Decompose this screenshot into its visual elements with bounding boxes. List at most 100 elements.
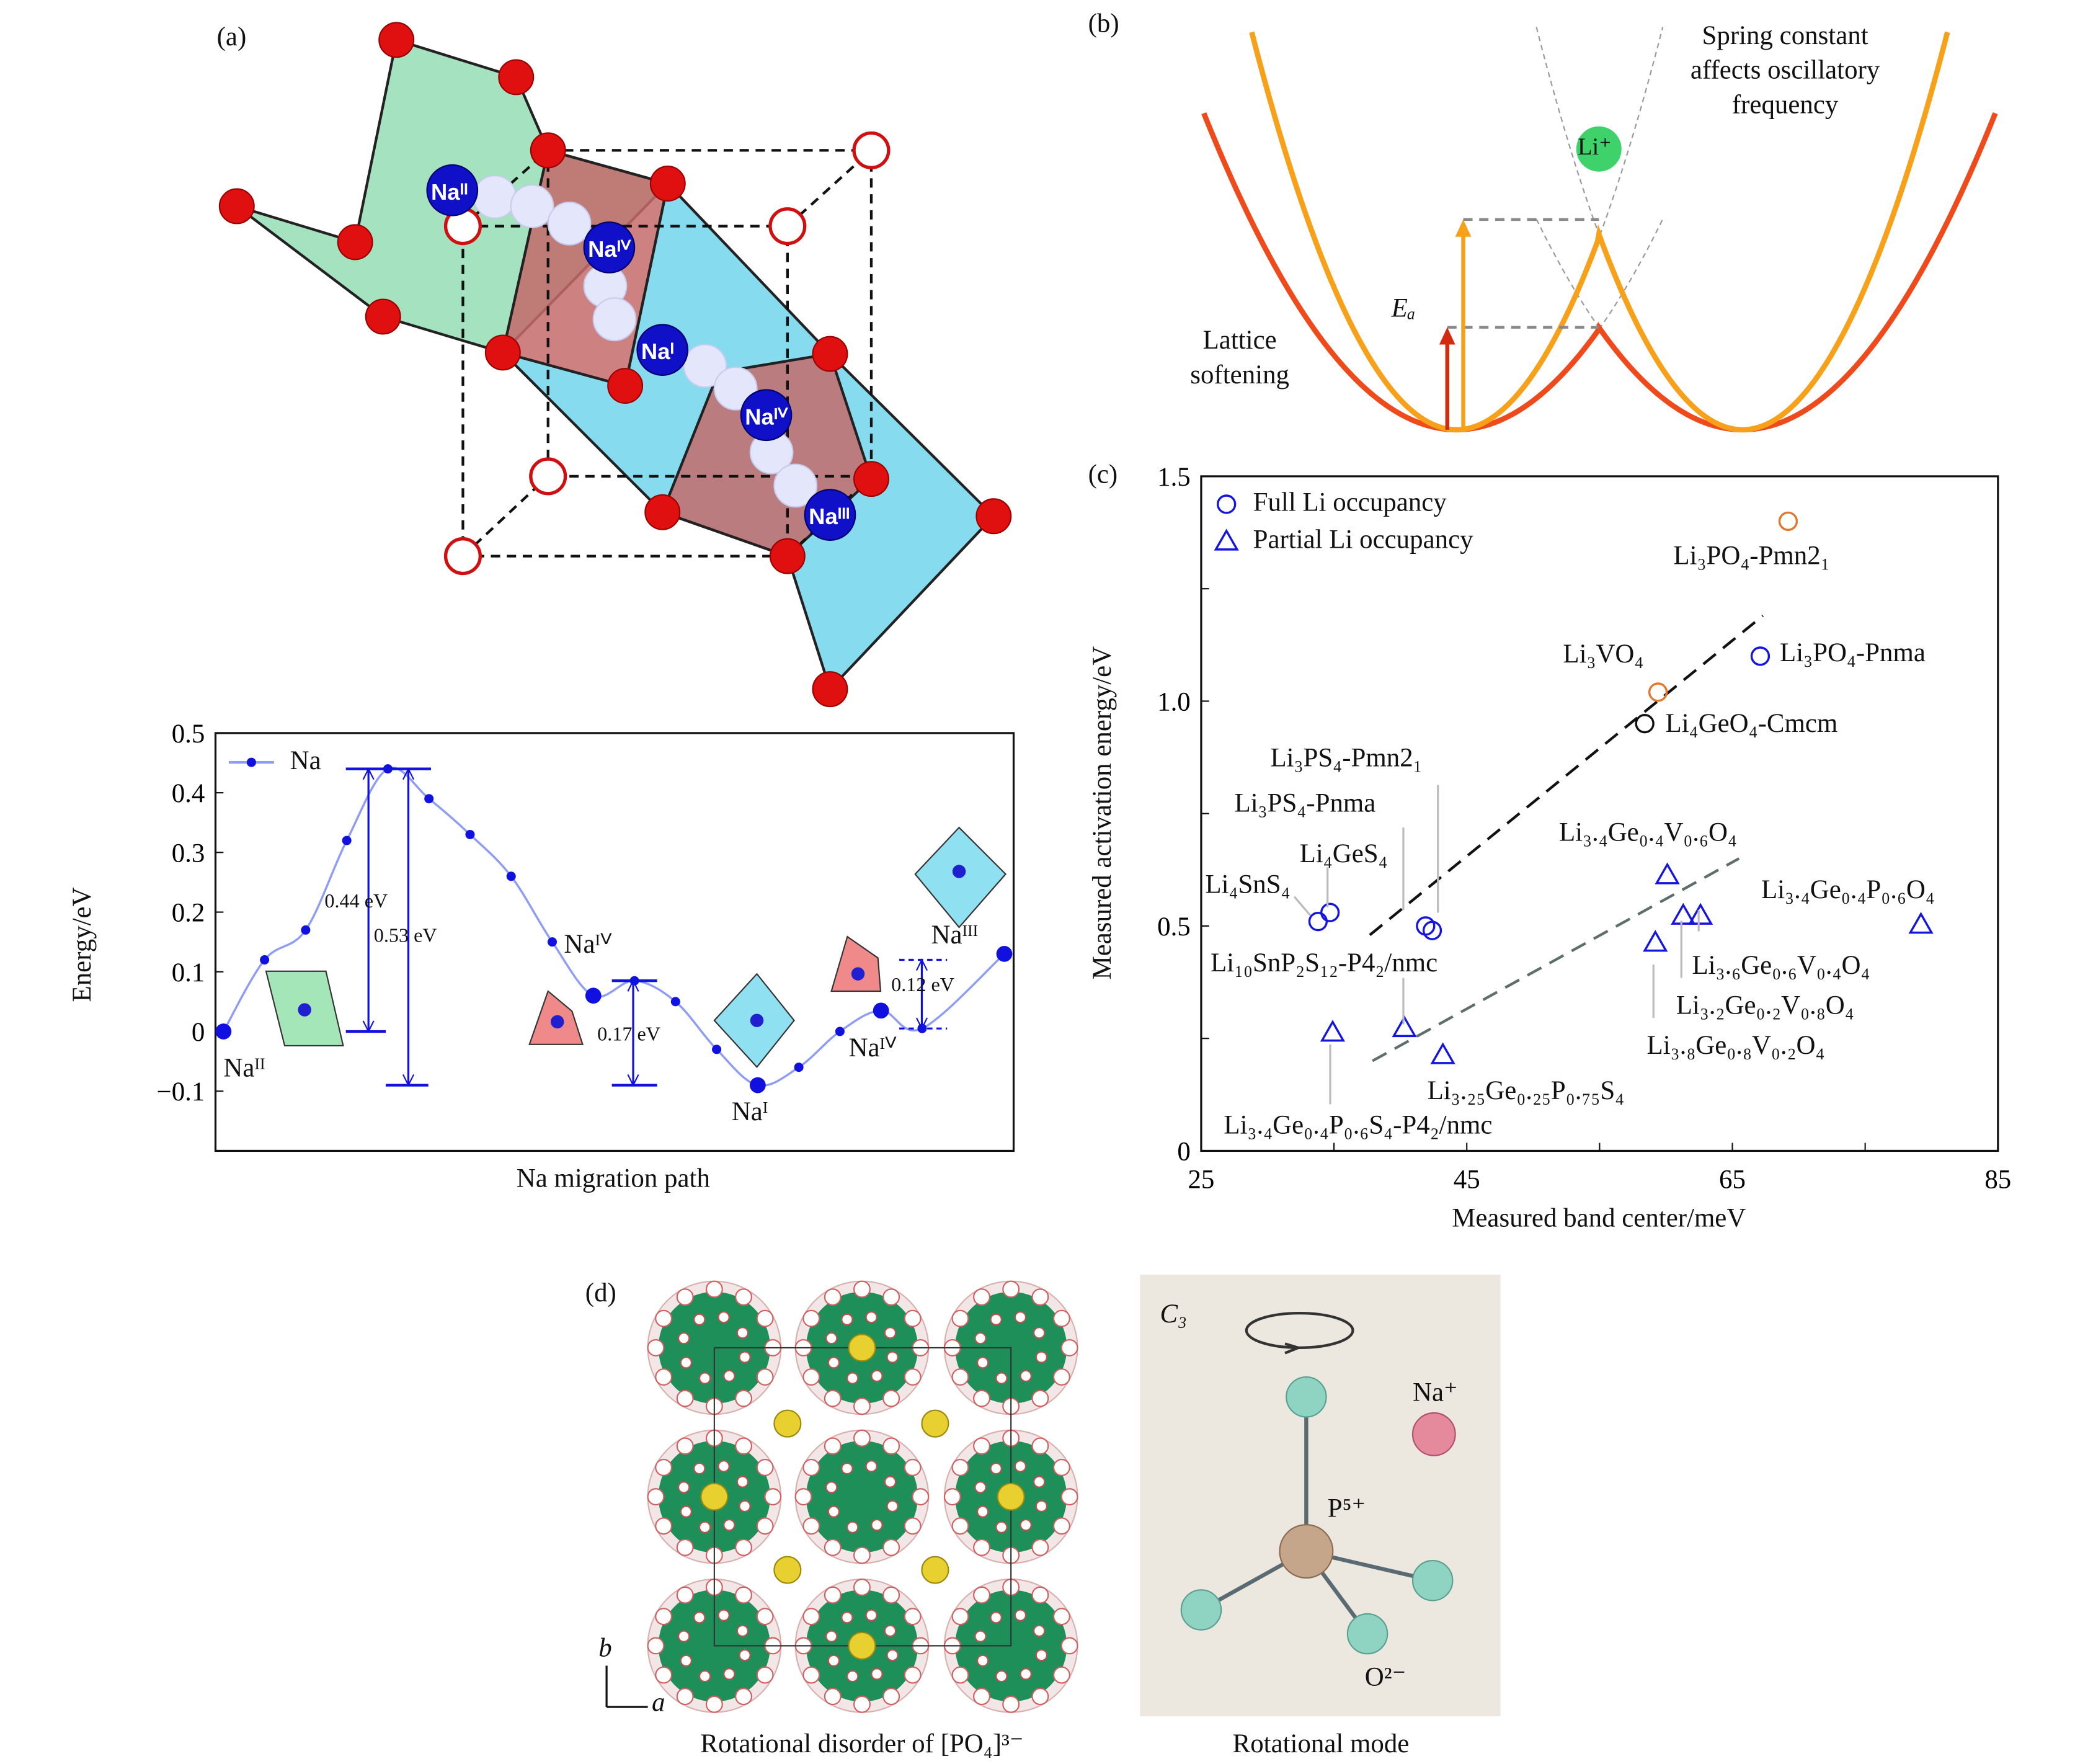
y-tick-label: 0.2 [172, 899, 205, 928]
oxygen-site [1014, 1609, 1027, 1621]
sodium-sphere [921, 1409, 949, 1438]
arrow-053-tail [402, 767, 415, 780]
oxygen-site [865, 1609, 878, 1621]
legend-triangle-marker [1214, 528, 1239, 551]
oxygen-site [853, 1579, 871, 1596]
barrier-label-044: 0.44 eV [324, 891, 388, 913]
oxygen-site [1035, 1351, 1048, 1363]
oxygen-site [974, 1481, 987, 1494]
arrow-012-head [915, 1017, 928, 1030]
oxygen-atom [812, 671, 848, 708]
oxygen-site [802, 1309, 820, 1327]
oxygen-site [735, 1586, 752, 1604]
oxygen-site [676, 1437, 694, 1455]
oxygen-site [1035, 1649, 1048, 1662]
oxygen-site [1014, 1460, 1027, 1472]
oxygen-atom [853, 461, 889, 497]
x-tick-label: 65 [1719, 1165, 1746, 1194]
panel-label-a: (a) [216, 22, 247, 52]
energy-point [835, 1027, 845, 1036]
oxygen-ion [1180, 1589, 1222, 1631]
oxygen-site [824, 1389, 842, 1407]
oxygen-site [802, 1458, 820, 1476]
oxygen-atom [607, 368, 644, 404]
oxygen-site [886, 1500, 899, 1512]
data-point [1671, 902, 1696, 925]
leader-line [1293, 896, 1312, 916]
point-label: Li₃.₈Ge₀.₈V₀.₂O₄ [1646, 1031, 1825, 1061]
o-ion-label: O²⁻ [1364, 1663, 1406, 1693]
oxygen-site [853, 1546, 871, 1564]
barrier-label-012: 0.12 eV [891, 975, 955, 997]
oxygen-site [1052, 1368, 1070, 1386]
oxygen-site [951, 1666, 969, 1684]
energy-point [506, 871, 516, 881]
energy-point [749, 1077, 766, 1094]
oxygen-site [951, 1517, 969, 1535]
oxygen-site [736, 1327, 749, 1339]
oxygen-site [676, 1288, 694, 1306]
sodium-site-label: Naᴵᴵ [431, 179, 468, 205]
energy-point [215, 1023, 232, 1040]
oxygen-site [884, 1624, 897, 1637]
oxygen-site [680, 1654, 692, 1667]
oxygen-site [912, 1488, 930, 1506]
y-tick-label: 0.5 [172, 719, 205, 749]
sodium-atom [583, 221, 636, 274]
oxygen-site [735, 1437, 752, 1455]
oxygen-site [1033, 1476, 1046, 1488]
y-tick-label: 0.5 [1157, 912, 1191, 942]
data-point [1392, 1015, 1417, 1038]
site-label-na-iv: Naᴵⱽ [564, 930, 612, 960]
oxygen-site [705, 1280, 723, 1298]
x-tick-label: 25 [1188, 1165, 1214, 1194]
oxygen-site [693, 1462, 706, 1475]
energy-point [301, 925, 311, 935]
oxygen-site [977, 1505, 989, 1518]
oxygen-site [676, 1586, 694, 1604]
point-label: Li₃.₂Ge₀.₂V₀.₈O₄ [1676, 991, 1854, 1021]
oxygen-site [739, 1351, 751, 1363]
data-point [1430, 1042, 1455, 1064]
sodium-atom [636, 324, 689, 376]
oxygen-site [882, 1288, 900, 1306]
oxygen-site [951, 1458, 969, 1476]
arrow-017-tail [627, 979, 639, 992]
oxygen-site [884, 1476, 897, 1488]
vacant-site [529, 457, 567, 496]
sodium-site-label: Naᴵⱽ [588, 236, 631, 262]
point-label: Li₃.₄Ge₀.₄P₀.₆S₄-P4₂/nmc [1224, 1111, 1493, 1141]
oxygen-site [974, 1630, 987, 1642]
oxygen-site [723, 1370, 735, 1383]
point-label: Li₃.₄Ge₀.₄V₀.₆O₄ [1558, 818, 1737, 848]
oxygen-site [647, 1488, 665, 1506]
oxygen-site [824, 1437, 842, 1455]
oxygen-atom [218, 188, 255, 225]
oxygen-site [995, 1670, 1008, 1683]
arrow-soft-head [1439, 327, 1455, 345]
sodium-sphere [921, 1556, 949, 1584]
data-point [1687, 902, 1713, 925]
axis-a-label: a [652, 1688, 665, 1718]
sodium-atom [426, 164, 479, 216]
energy-point [342, 835, 352, 845]
oxygen-site [680, 1356, 692, 1369]
oxygen-atom [975, 498, 1012, 535]
oxygen-site [882, 1538, 900, 1556]
oxygen-site [756, 1458, 774, 1476]
li-ion [1576, 126, 1622, 172]
y-tick-label: −0.1 [157, 1077, 205, 1107]
oxygen-site [718, 1311, 730, 1324]
oxygen-site [647, 1637, 665, 1655]
energy-point [465, 829, 475, 839]
oxygen-site [846, 1521, 859, 1533]
trend-line [1369, 614, 1764, 937]
oxygen-site [973, 1538, 990, 1556]
oxygen-atom [378, 22, 415, 58]
point-label: Li₃PS₄-Pnma [1234, 788, 1376, 819]
oxygen-site [723, 1519, 735, 1531]
